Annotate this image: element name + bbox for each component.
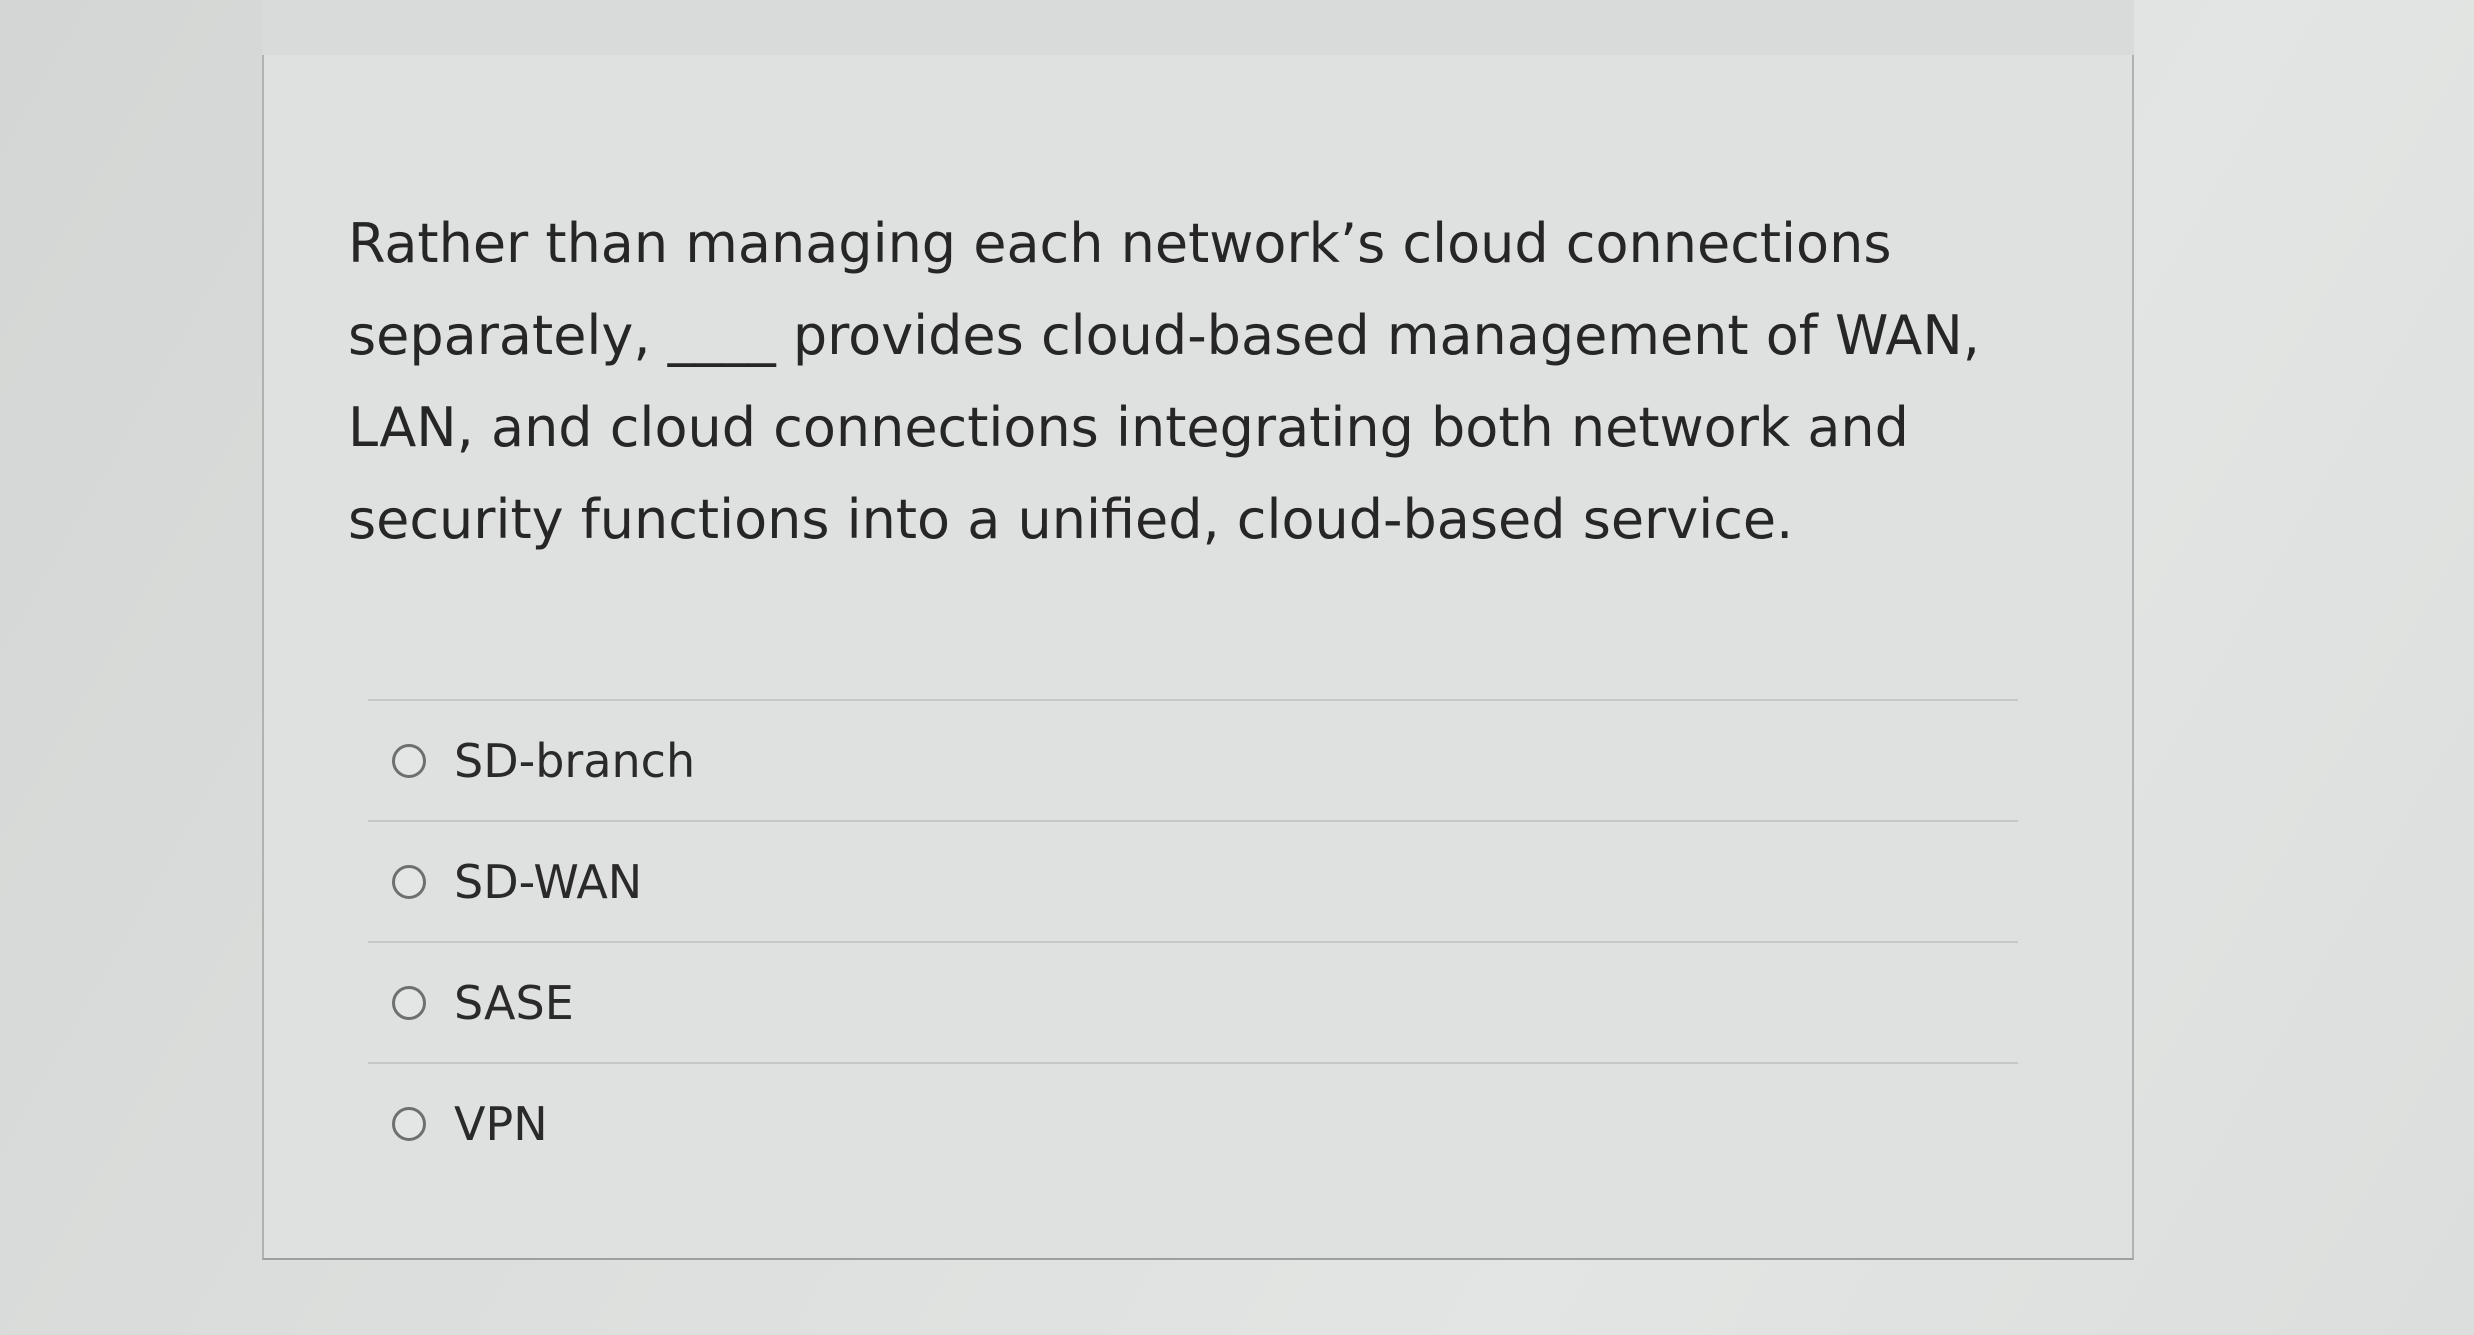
divider [368,1062,2018,1064]
question-text: Rather than managing each network’s clou… [348,212,1980,551]
answer-list: SD-branch SD-WAN SASE VPN [368,699,2018,1183]
divider [368,941,2018,943]
question-card: Rather than managing each network’s clou… [262,55,2134,1260]
answer-label: SD-branch [454,733,696,788]
radio-button-icon[interactable] [392,1106,426,1141]
answer-option-vpn[interactable]: VPN [368,1064,2018,1183]
answer-label: SD-WAN [454,854,643,909]
answer-label: SASE [454,975,574,1030]
radio-button-icon[interactable] [392,743,426,778]
divider [368,820,2018,822]
top-bar [262,0,2134,57]
answer-option-sase[interactable]: SASE [368,943,2018,1062]
radio-button-icon[interactable] [392,864,426,899]
radio-button-icon[interactable] [392,985,426,1020]
answer-option-sd-wan[interactable]: SD-WAN [368,822,2018,941]
answer-label: VPN [454,1096,548,1151]
divider [368,699,2018,701]
answer-option-sd-branch[interactable]: SD-branch [368,701,2018,820]
